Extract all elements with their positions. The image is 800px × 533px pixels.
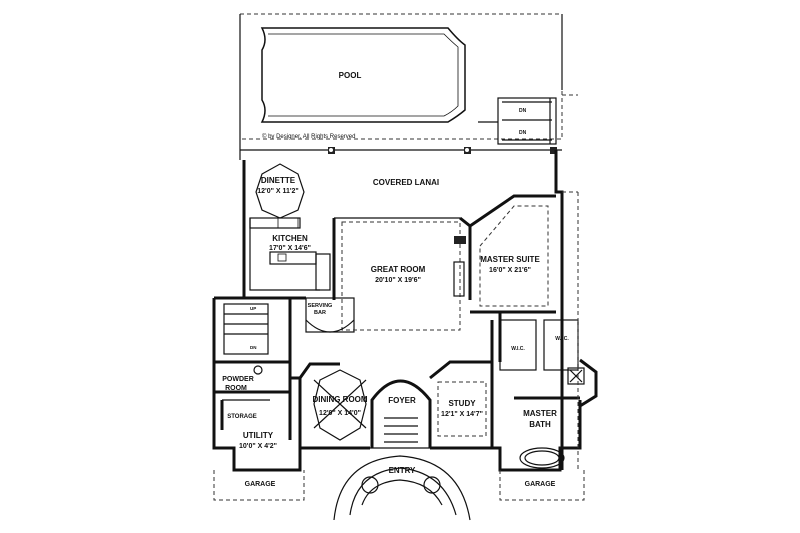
stair-dn-top-label: DN	[519, 108, 527, 114]
study: STUDY 12'1" X 14'7"	[437, 381, 487, 437]
serving-bar-label-2: BAR	[314, 310, 326, 316]
master-suite-label: MASTER SUITE	[480, 255, 540, 264]
foyer-label: FOYER	[388, 396, 416, 405]
stair-up-label: UP	[250, 306, 256, 311]
utility-dims: 10'0" X 4'2"	[239, 443, 277, 450]
stair-left: UP DN	[223, 303, 269, 355]
wic-right-label: W.I.C.	[555, 336, 569, 342]
utility: UTILITY 10'0" X 4'2"	[239, 431, 277, 450]
covered-lanai-label: COVERED LANAI	[373, 178, 439, 187]
study-dims: 12'1" X 14'7"	[441, 411, 483, 418]
master-bath-label-2: BATH	[529, 420, 551, 429]
master-bath: MASTER BATH	[519, 367, 585, 469]
master-bath-label-1: MASTER	[523, 409, 557, 418]
copyright-text: © by Designer, All Rights Reserved	[262, 133, 355, 140]
pool: POOL	[260, 27, 466, 123]
garage-left-label: GARAGE	[245, 481, 276, 488]
stair-top-right: DN DN	[478, 97, 557, 145]
kitchen: KITCHEN 17'0" X 14'6"	[249, 217, 331, 291]
serving-bar-label-1: SERVING	[308, 303, 333, 309]
study-label: STUDY	[448, 399, 476, 408]
great-room-label: GREAT ROOM	[371, 265, 426, 274]
lanai-columns	[240, 147, 562, 154]
great-room-dims: 20'10" X 19'6"	[375, 277, 421, 284]
stair-dn-label: DN	[250, 345, 257, 350]
powder-room: POWDER ROOM	[222, 365, 263, 392]
serving-bar: SERVING BAR	[305, 303, 355, 333]
garage-right-label: GARAGE	[525, 481, 556, 488]
entry-stairs: ENTRY	[333, 455, 471, 521]
dinette-dims: 12'0" X 11'2"	[257, 188, 299, 195]
garage-areas	[213, 191, 585, 501]
dining-room: DINING ROOM 12'0" X 14'0"	[312, 369, 368, 441]
foyer: FOYER	[384, 396, 418, 443]
master-suite-dims: 16'0" X 21'6"	[489, 267, 531, 274]
dining-room-dims: 12'0" X 14'0"	[319, 410, 361, 417]
kitchen-label: KITCHEN	[272, 234, 308, 243]
pool-deck	[239, 13, 578, 160]
wic-left-label: W.I.C.	[511, 346, 525, 352]
entry-label: ENTRY	[389, 466, 416, 475]
storage-label: STORAGE	[227, 414, 257, 420]
house-walls	[212, 150, 598, 472]
dining-room-label: DINING ROOM	[312, 395, 367, 404]
master-suite: MASTER SUITE 16'0" X 21'6"	[479, 205, 549, 307]
utility-label: UTILITY	[243, 431, 274, 440]
dinette-label: DINETTE	[261, 176, 296, 185]
great-room: GREAT ROOM 20'10" X 19'6"	[341, 221, 466, 331]
powder-room-label: ROOM	[225, 385, 247, 392]
stair-dn-bottom-label: DN	[519, 130, 527, 136]
dinette: DINETTE 12'0" X 11'2"	[255, 163, 305, 219]
kitchen-dims: 17'0" X 14'6"	[269, 245, 311, 252]
powder-label: POWDER	[222, 376, 254, 383]
pool-label: POOL	[339, 71, 362, 80]
